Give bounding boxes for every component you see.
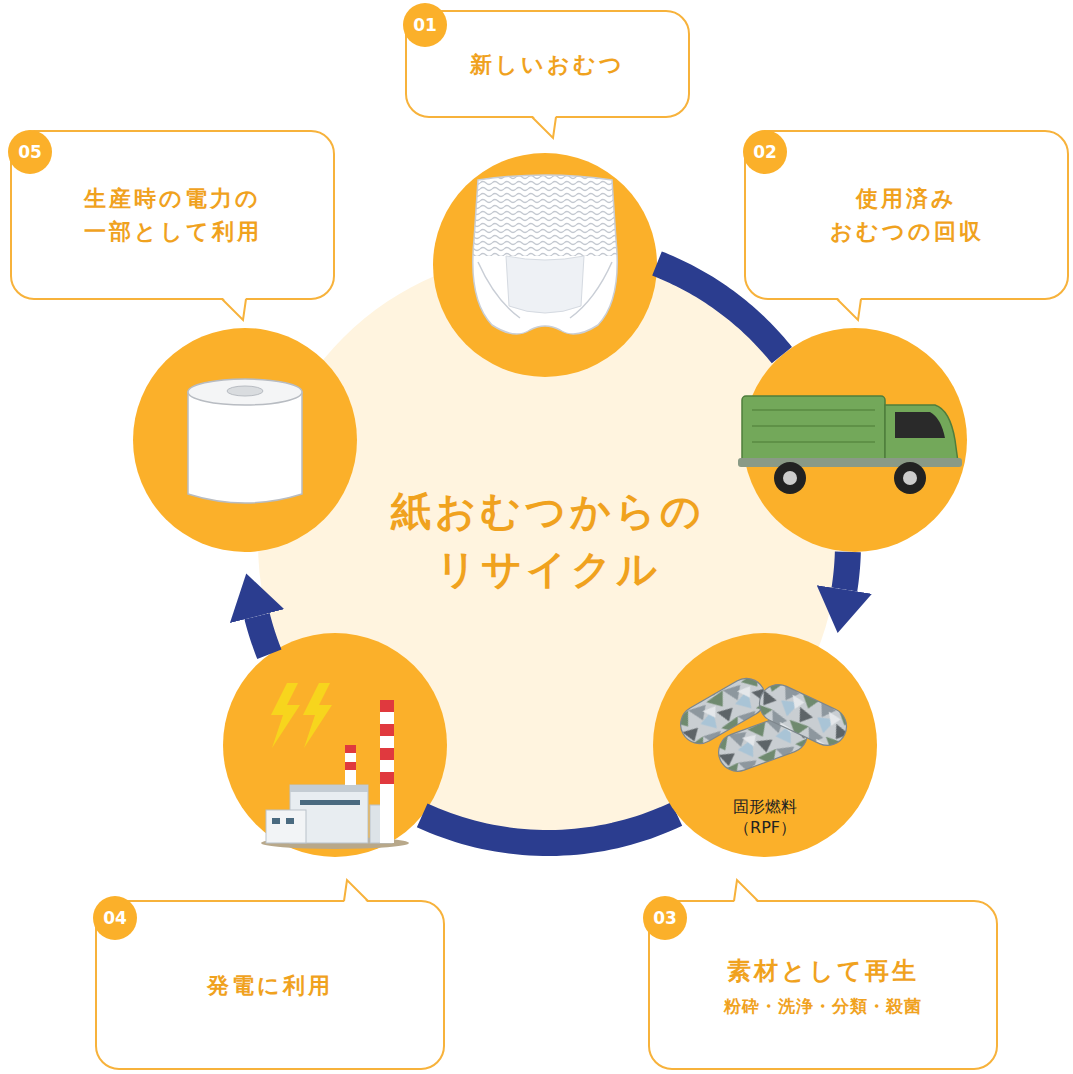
callout-box: 使用済み おむつの回収 [744, 130, 1069, 300]
power-plant-icon-part [380, 772, 394, 784]
step-text: 新しいおむつ [470, 48, 625, 81]
tail-outline [734, 880, 758, 901]
tail-fill [344, 880, 368, 903]
step-text: 生産時の電力の 一部として利用 [73, 182, 273, 248]
step-subtext: 粉砕・洗浄・分類・殺菌 [724, 995, 922, 1017]
truck-icon-part [752, 410, 875, 442]
truck-icon-part [894, 462, 926, 494]
callout-number: 02 [743, 130, 787, 174]
step-text: 発電に利用 [207, 969, 333, 1002]
diaper-icon-part [473, 175, 617, 334]
step-text: 素材として再生 [727, 953, 919, 989]
step-circles-part [433, 153, 657, 377]
power-plant-icon-part [380, 700, 394, 843]
cycle-arrow [257, 616, 269, 654]
truck-icon-part [738, 458, 962, 467]
power-plant-icon-part [380, 724, 394, 736]
power-plant-icon-part [380, 748, 394, 760]
toilet-roll-icon [188, 379, 302, 503]
power-plant-icon-part [303, 683, 332, 748]
truck-icon [738, 396, 962, 494]
truck-icon-part [895, 412, 945, 438]
callout-tail [10, 130, 335, 300]
tail-outline [344, 880, 368, 901]
callout-number: 03 [643, 896, 687, 940]
power-plant-icon-part [271, 683, 300, 748]
step-circle: 固形燃料 （RPF） [653, 633, 877, 857]
power-plant-icon-part [345, 762, 356, 770]
step-circles-part [223, 633, 447, 857]
diaper-icon-part [478, 262, 612, 318]
step-circles-part [743, 328, 967, 552]
tail-fill [222, 297, 246, 320]
callout-box: 生産時の電力の 一部として利用 [10, 130, 335, 300]
toilet-roll-icon-part [227, 386, 263, 396]
power-plant-icon-part [345, 745, 356, 753]
toilet-roll-icon-part [188, 379, 302, 405]
tail-outline [837, 299, 861, 320]
truck-icon-part [774, 462, 806, 494]
callout-tail [648, 900, 998, 1070]
diaper-icon-part [472, 176, 618, 256]
power-plant-icon-part [345, 745, 356, 785]
step-text: 固形燃料 （RPF） [715, 797, 815, 839]
step-text: 使用済み おむつの回収 [807, 182, 1007, 248]
tail-fill [734, 880, 758, 903]
truck-icon-part [742, 396, 885, 462]
power-plant-icon-part [266, 810, 306, 843]
truck-icon-part [903, 471, 917, 485]
callout-tail [744, 130, 1069, 300]
callout-box: 新しいおむつ [405, 10, 690, 118]
power-plant-icon-part [286, 818, 294, 824]
cycle-arrow [844, 552, 847, 590]
truck-icon-part [885, 405, 958, 462]
power-plant-icon-part [290, 785, 368, 792]
power-plant-icon-part [300, 800, 360, 805]
toilet-roll-icon-part [188, 392, 302, 503]
diaper-icon-part [506, 256, 584, 313]
power-plant-icon-part [380, 700, 394, 712]
power-plant-icon-part [272, 818, 280, 824]
tail-outline [222, 299, 246, 320]
truck-icon-part [783, 471, 797, 485]
callout-box: 発電に利用 [95, 900, 445, 1070]
title: 紙おむつからの リサイクル [378, 482, 718, 598]
step-circles-part [133, 328, 357, 552]
diaper-icon [472, 175, 618, 334]
callout-number: 05 [8, 130, 52, 174]
pellet [753, 678, 852, 751]
tail-outline [532, 117, 556, 138]
cycle-arrow [422, 814, 677, 843]
callout-number: 04 [93, 896, 137, 940]
tail-fill [532, 115, 556, 138]
callout-number: 01 [403, 3, 447, 47]
callout-box: 素材として再生粉砕・洗浄・分類・殺菌 [648, 900, 998, 1070]
power-plant-icon [261, 683, 409, 849]
tail-fill [837, 297, 861, 320]
